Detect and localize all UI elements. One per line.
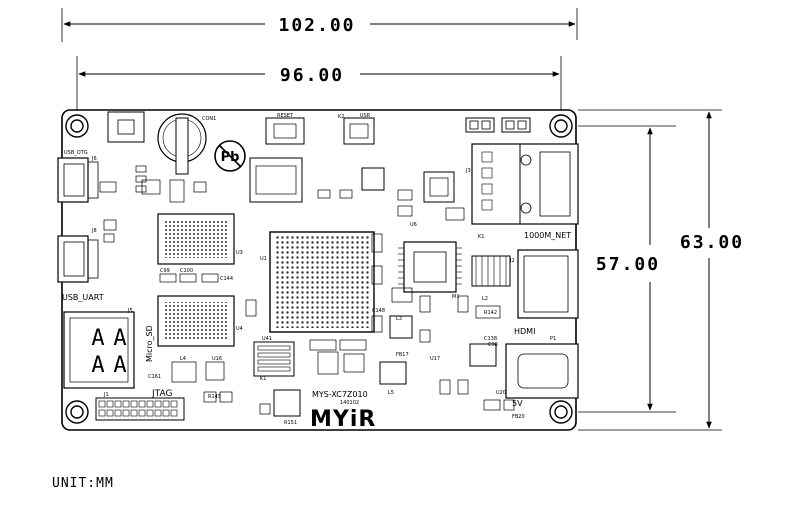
- usr-label: USR: [360, 113, 371, 119]
- reset-button: RESET: [265, 113, 305, 145]
- dim-width-outer-label: 102.00: [278, 15, 355, 36]
- power-5v-label: 5V: [512, 399, 523, 408]
- hdmi-transmitter: [471, 255, 511, 287]
- usb-uart-label: USB_UART: [62, 293, 104, 302]
- usb-otg-connector: USB_OTG: [57, 150, 99, 203]
- svg-text:C138: C138: [484, 336, 497, 342]
- dimension-height-inner: 57.00: [578, 125, 676, 413]
- svg-text:U6: U6: [410, 222, 417, 228]
- svg-text:C98: C98: [488, 342, 498, 348]
- svg-text:R151: R151: [284, 420, 297, 426]
- svg-text:C99: C99: [160, 268, 170, 274]
- board-code: 140102: [340, 400, 359, 406]
- usb-phy: [423, 171, 455, 203]
- svg-text:J8: J8: [91, 228, 97, 234]
- svg-text:U1: U1: [260, 256, 267, 262]
- svg-text:U4: U4: [236, 326, 243, 332]
- svg-text:P1: P1: [550, 336, 556, 342]
- dim-width-inner-label: 96.00: [280, 65, 344, 86]
- svg-text:U17: U17: [430, 356, 440, 362]
- dim-height-inner-label: 57.00: [596, 254, 660, 275]
- svg-text:CON1: CON1: [202, 116, 216, 122]
- jtag-header: JTAG: [95, 389, 185, 421]
- dimension-width-outer: 102.00: [61, 8, 578, 42]
- ddr-memory-bottom: [157, 295, 235, 347]
- svg-text:K1: K1: [478, 234, 484, 240]
- power-regulators: [253, 315, 497, 417]
- svg-text:U41: U41: [262, 336, 272, 342]
- svg-text:FB20: FB20: [512, 414, 525, 420]
- svg-text:L4: L4: [180, 356, 186, 362]
- power-jack: [107, 111, 145, 143]
- usb-uart-connector: USB_UART: [57, 235, 104, 302]
- hdmi-label: HDMI: [514, 327, 535, 336]
- svg-text:K2: K2: [338, 114, 344, 120]
- svg-text:U20: U20: [496, 390, 506, 396]
- reset-label: RESET: [277, 113, 294, 119]
- svg-text:R145: R145: [208, 394, 221, 400]
- power-connector-p1: 5V: [505, 343, 579, 408]
- svg-text:J2: J2: [509, 258, 515, 264]
- mounting-holes: [65, 114, 573, 424]
- hdmi-connector: HDMI: [514, 249, 579, 336]
- qspi-flash: [249, 157, 303, 203]
- rj45-ethernet-jack: 1000M_NET: [471, 143, 579, 240]
- coin-cell-battery: [157, 113, 207, 175]
- svg-text:R142: R142: [484, 310, 497, 316]
- svg-text:J6: J6: [91, 156, 97, 162]
- svg-text:C161: C161: [148, 374, 161, 380]
- unit-note: UNIT:MM: [52, 476, 114, 491]
- dimension-width-inner: 96.00: [76, 56, 562, 112]
- svg-text:A: A: [113, 353, 126, 378]
- svg-text:C144: C144: [220, 276, 233, 282]
- svg-text:L2: L2: [482, 296, 488, 302]
- micro-sd-label: Micro_SD: [145, 325, 154, 362]
- dimension-height-outer: 63.00: [578, 109, 744, 431]
- svg-text:J3: J3: [465, 168, 471, 174]
- myir-logo: MYiR: [310, 407, 376, 432]
- passive-components: [99, 165, 515, 415]
- net-label: 1000M_NET: [524, 231, 571, 240]
- svg-text:U16: U16: [212, 356, 222, 362]
- svg-text:U3: U3: [236, 250, 243, 256]
- svg-text:L5: L5: [388, 390, 394, 396]
- svg-text:A: A: [91, 353, 104, 378]
- svg-text:C148: C148: [372, 308, 385, 314]
- jumpers: [465, 117, 531, 133]
- svg-text:A: A: [113, 326, 126, 351]
- svg-text:J5: J5: [127, 308, 133, 314]
- pb-free-symbol: Pb: [214, 140, 246, 172]
- svg-text:FB17: FB17: [396, 352, 409, 358]
- user-button: USR: [343, 113, 375, 145]
- dim-height-outer-label: 63.00: [680, 232, 744, 253]
- ddr-memory-top: [157, 213, 235, 265]
- svg-text:L3: L3: [396, 316, 402, 322]
- jtag-label: JTAG: [151, 389, 172, 399]
- board-name: MYS-XC7Z010: [312, 390, 368, 399]
- svg-text:J1: J1: [103, 392, 109, 398]
- pb-label: Pb: [221, 150, 240, 165]
- svg-text:A: A: [91, 326, 104, 351]
- svg-text:K1: K1: [260, 376, 266, 382]
- ethernet-phy: [398, 241, 462, 293]
- svg-text:C100: C100: [180, 268, 193, 274]
- micro-sd-slot: A A A A Micro_SD: [63, 311, 154, 389]
- refdes-labels: J6 J8 J5 J1 J3 J2 P1 U3 U4 U1 U6 L3 L4 L…: [91, 114, 556, 426]
- usb-uart-bridge: [361, 167, 385, 191]
- usb-otg-label: USB_OTG: [64, 150, 88, 156]
- zynq-soc-bga: [269, 231, 375, 333]
- svg-text:M1: M1: [452, 294, 460, 300]
